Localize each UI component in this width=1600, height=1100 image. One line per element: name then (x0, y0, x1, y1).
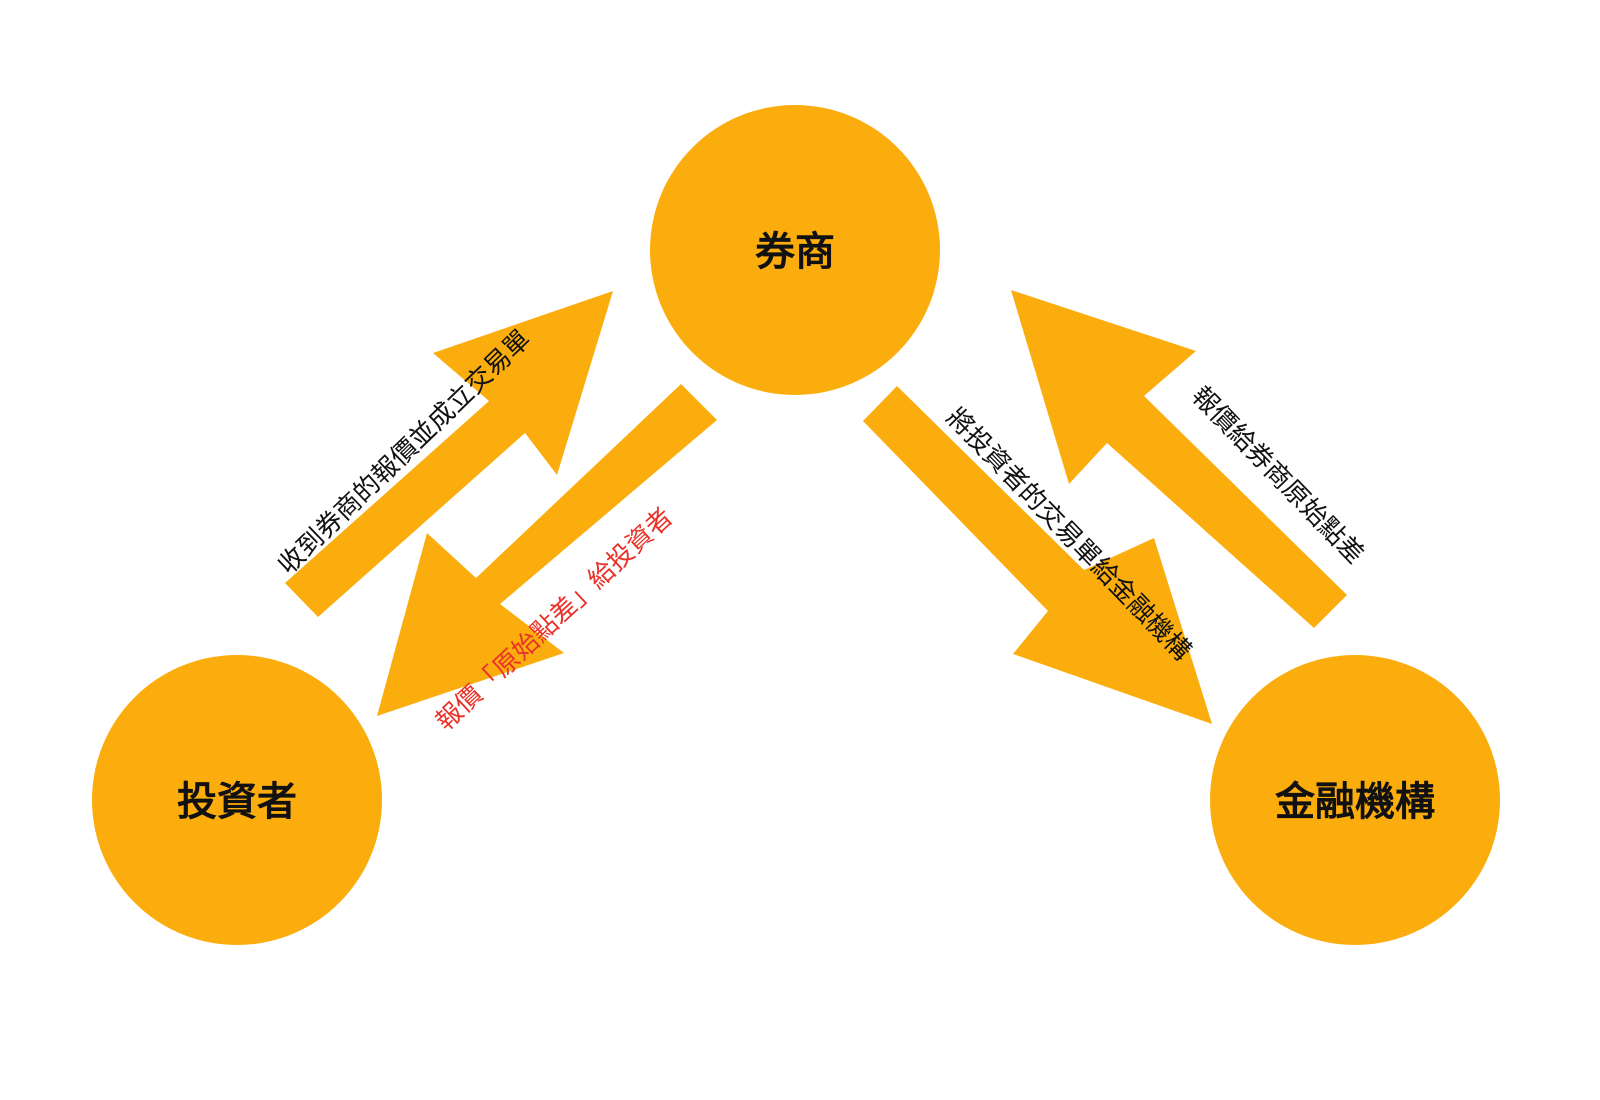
node-institution (1210, 655, 1500, 945)
arrow-institution-to-broker (1011, 290, 1347, 628)
node-broker (650, 105, 940, 395)
arrow-investor-to-broker (285, 291, 613, 617)
node-investor-label: 投資者 (177, 779, 297, 825)
arrow-broker-to-institution (863, 386, 1212, 724)
node-investor (92, 655, 382, 945)
node-institution-label: 金融機構 (1274, 779, 1435, 825)
node-broker-label: 券商 (755, 229, 835, 275)
arrow-broker-to-investor (377, 384, 717, 716)
